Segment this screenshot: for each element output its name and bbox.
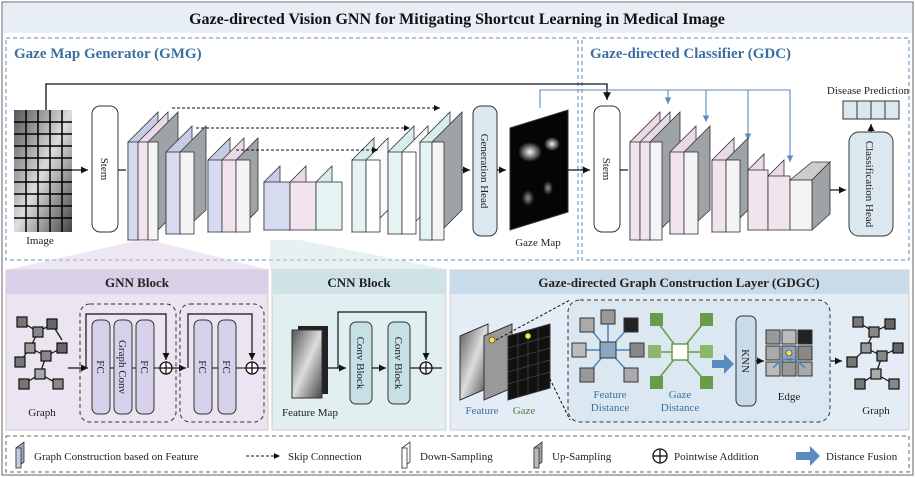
gnn-group-2 <box>179 303 265 423</box>
cnn-zoom-shade <box>270 240 450 270</box>
gmg-header: Gaze Map Generator (GMG) <box>14 46 202 62</box>
gnn-fc-1-label: FC <box>94 360 106 373</box>
disease-prediction-label: Disease Prediction <box>827 85 910 97</box>
conv-block-2 <box>387 321 411 405</box>
input-image <box>14 110 72 232</box>
legend-up-sampling: Up-Sampling <box>552 451 612 463</box>
edge-grid <box>765 329 813 377</box>
gaze-label: Gaze <box>513 405 536 417</box>
feature-distance-label-2: Distance <box>591 402 630 414</box>
disease-prediction-vector <box>842 100 900 120</box>
pointwise-add-icon <box>159 361 173 375</box>
feature-map-label: Feature Map <box>282 407 338 419</box>
distance-fusion-arrow <box>712 354 734 374</box>
gnn-block-header: GNN Block <box>105 275 170 290</box>
gnn-fc-4 <box>217 319 237 415</box>
gdc-stem-label: Stem <box>600 158 612 181</box>
feature-distance-graph <box>571 309 645 383</box>
legend-box <box>5 435 910 473</box>
gaze-distance-graph <box>648 313 713 389</box>
gnn-fc-2 <box>135 319 155 415</box>
legend-distance-fusion: Distance Fusion <box>826 451 898 463</box>
gmg-feature-blocks <box>127 111 463 241</box>
cnn-block-header: CNN Block <box>327 275 391 290</box>
gaze-injection-lines <box>539 89 794 162</box>
gdc-header: Gaze-directed Classifier (GDC) <box>590 46 791 62</box>
feature-distance-label-1: Feature <box>594 389 627 401</box>
edge-label: Edge <box>778 391 801 403</box>
gnn-zoom-shade <box>6 240 270 270</box>
gnn-graph-label: Graph <box>28 407 56 419</box>
conv-block-1 <box>349 321 373 405</box>
gnn-fc-3-label: FC <box>196 360 208 373</box>
generation-head <box>472 105 498 237</box>
gnn-graph-conv-label: Graph Conv <box>116 340 128 395</box>
legend-skip-connection: Skip Connection <box>288 451 362 463</box>
gnn-fc-2-label: FC <box>138 360 150 373</box>
gaze-map-label: Gaze Map <box>515 237 561 249</box>
gdgc-header: Gaze-directed Graph Construction Layer (… <box>538 275 819 290</box>
generation-head-label: Generation Head <box>478 134 490 209</box>
legend-pointwise-add-icon <box>652 448 668 464</box>
image-to-gdc-line <box>45 83 611 110</box>
feature-gaze-stack <box>459 323 551 401</box>
legend-graph-construction-icon <box>15 441 25 469</box>
gnn-group-1 <box>79 303 177 423</box>
gmg-stem-label: Stem <box>98 158 110 181</box>
pointwise-add-icon <box>245 361 259 375</box>
gaze-distance-label-1: Gaze <box>669 389 692 401</box>
legend-up-sampling-icon <box>533 441 543 469</box>
feature-map-image <box>291 326 328 399</box>
gnn-graph-conv <box>113 319 133 415</box>
image-label: Image <box>26 235 54 247</box>
legend-pointwise-addition: Pointwise Addition <box>674 451 759 463</box>
legend-down-sampling: Down-Sampling <box>420 451 493 463</box>
feature-label: Feature <box>466 405 499 417</box>
classification-head-label: Classification Head <box>863 141 875 228</box>
legend-graph-construction: Graph Construction based on Feature <box>34 451 198 463</box>
gnn-fc-3 <box>193 319 213 415</box>
pointwise-add-icon <box>419 361 433 375</box>
conv-block-2-label: Conv Block <box>392 337 404 390</box>
gdc-stem <box>593 105 621 233</box>
main-title: Gaze-directed Vision GNN for Mitigating … <box>189 11 725 28</box>
gaze-distance-label-2: Distance <box>661 402 700 414</box>
knn-label: KNN <box>739 349 751 373</box>
gdgc-graph-icon <box>846 316 904 390</box>
gaze-map <box>509 109 569 231</box>
conv-block-1-label: Conv Block <box>354 337 366 390</box>
title-bar <box>3 3 912 33</box>
gnn-graph-icon <box>14 316 68 390</box>
legend-down-sampling-icon <box>401 441 411 469</box>
gdc-feature-blocks <box>629 111 831 241</box>
skip-connections <box>172 105 440 153</box>
legend-distance-fusion-icon <box>796 446 820 466</box>
gmg-stem <box>91 105 119 233</box>
gnn-fc-4-label: FC <box>220 360 232 373</box>
gdgc-graph-label: Graph <box>862 405 890 417</box>
gnn-fc-1 <box>91 319 111 415</box>
